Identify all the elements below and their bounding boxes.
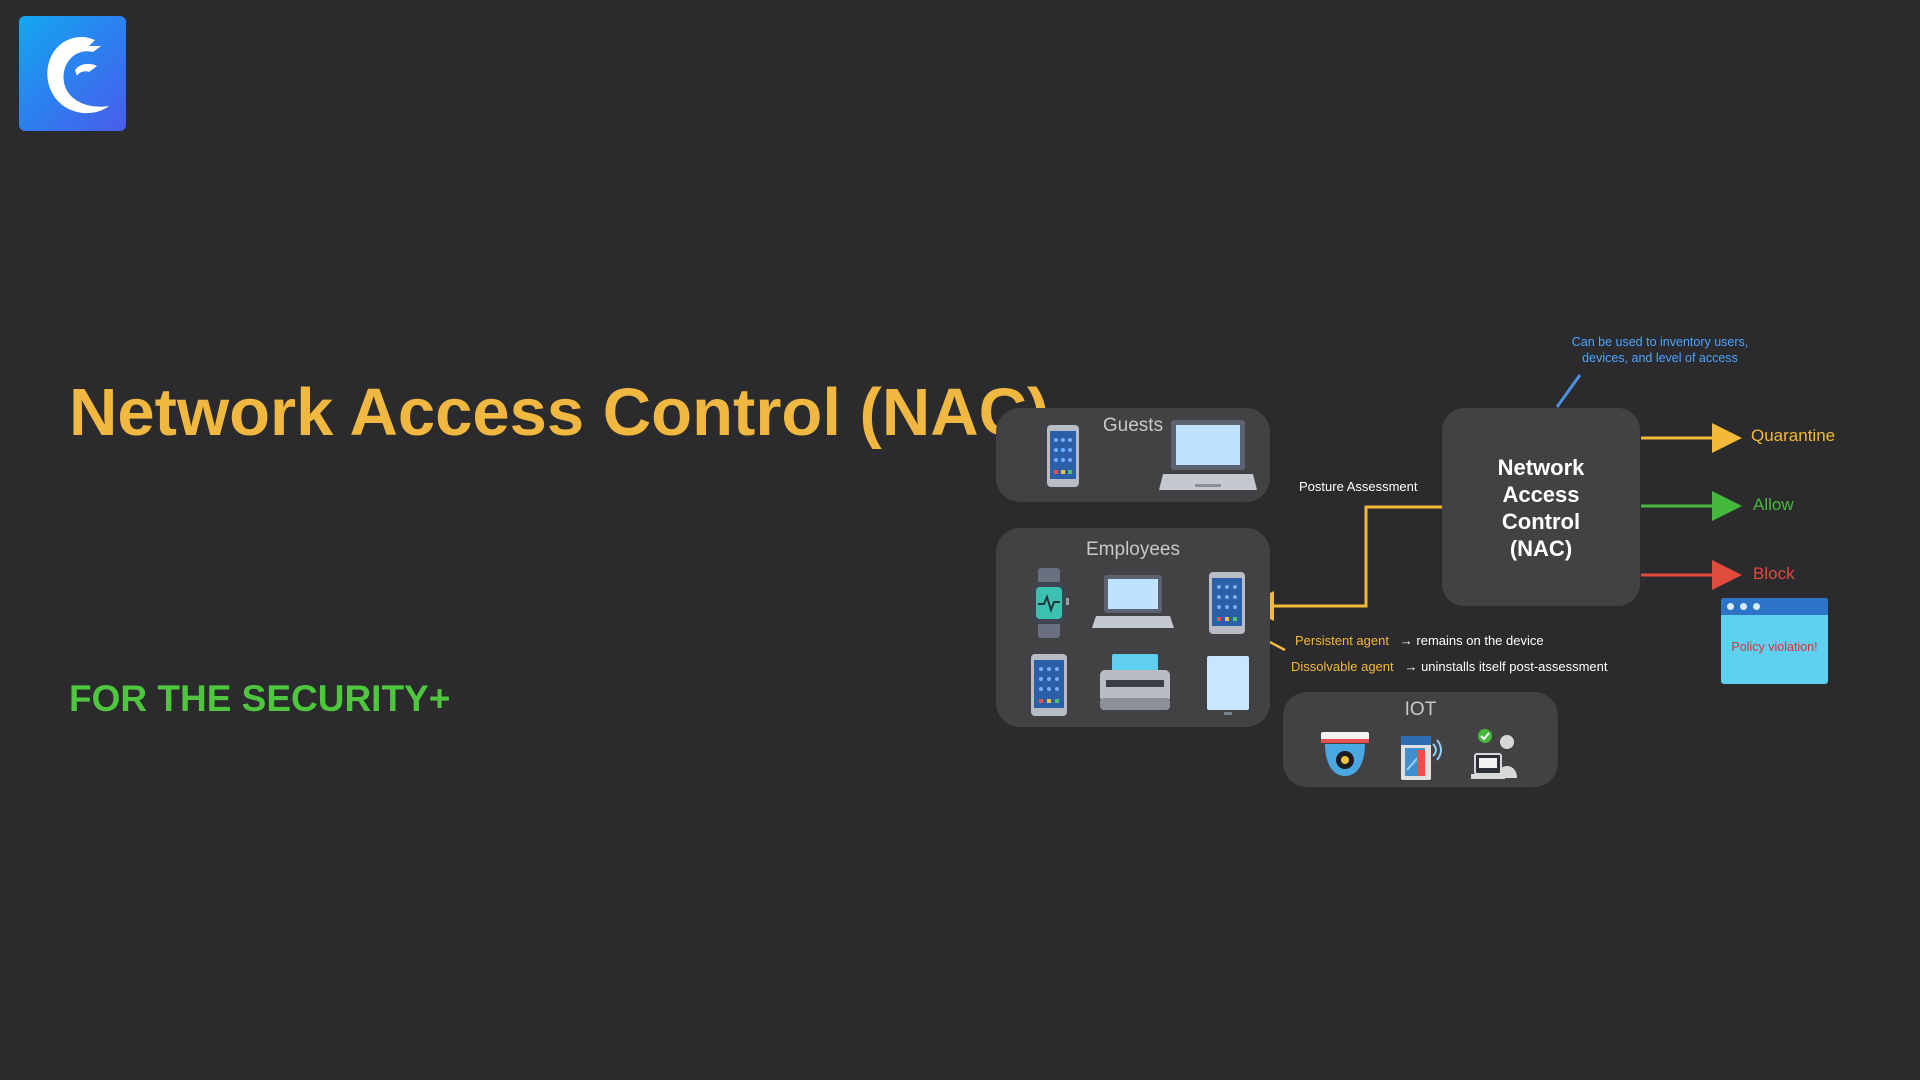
agent-desc: → remains on the device <box>1399 633 1544 648</box>
inventory-connector <box>1555 374 1582 408</box>
agent-persistent: Persistent agent → remains on the device <box>1295 633 1544 648</box>
nac-box-label: Network Access Control (NAC) <box>1497 455 1585 561</box>
outcome-block: Block <box>1753 564 1795 583</box>
agent-dissolvable: Dissolvable agent → uninstalls itself po… <box>1291 659 1608 674</box>
security-camera-icon <box>1321 732 1369 776</box>
slide-subtitle: FOR THE SECURITY+ <box>69 678 451 719</box>
tablet-icon <box>1207 656 1249 715</box>
window-dot-icon <box>1740 603 1747 610</box>
agent-name: Persistent agent <box>1295 633 1389 648</box>
guests-group: Guests <box>996 408 1270 502</box>
agent-name: Dissolvable agent <box>1291 659 1394 674</box>
outcome-allow: Allow <box>1753 495 1794 514</box>
smart-meter-icon <box>1401 736 1442 780</box>
slide-title: Network Access Control (NAC) <box>69 372 1049 454</box>
smartphone-icon <box>1209 572 1245 634</box>
brand-logo <box>19 16 126 131</box>
laptop-icon <box>1092 575 1174 628</box>
policy-violation-popup: Policy violation! <box>1721 598 1828 684</box>
posture-assessment-label: Posture Assessment <box>1299 479 1418 494</box>
slide-title-text: Network Access Control (NAC) <box>69 375 1050 450</box>
nac-box: Network Access Control (NAC) <box>1442 408 1640 606</box>
window-dot-icon <box>1753 603 1760 610</box>
smartphone-icon <box>1031 654 1067 716</box>
laptop-icon <box>1159 420 1257 490</box>
employees-group: Employees <box>996 528 1270 727</box>
popup-titlebar <box>1721 598 1828 615</box>
agent-desc: → uninstalls itself post-assessment <box>1404 659 1608 674</box>
outcome-quarantine: Quarantine <box>1751 426 1836 445</box>
eagle-logo-icon <box>47 37 109 114</box>
posture-assessment-arrow <box>1244 505 1442 621</box>
iot-label: IOT <box>1404 699 1437 720</box>
iot-group: IOT <box>1283 692 1558 787</box>
guests-label: Guests <box>1102 415 1164 436</box>
printer-icon <box>1100 654 1170 710</box>
inventory-note: Can be used to inventory users, devices,… <box>1571 335 1749 365</box>
smartwatch-icon <box>1032 568 1069 638</box>
employees-label: Employees <box>1086 539 1180 560</box>
pos-terminal-icon <box>1471 729 1517 779</box>
window-dot-icon <box>1727 603 1734 610</box>
smartphone-icon <box>1047 425 1079 487</box>
policy-violation-text: Policy violation! <box>1731 640 1818 654</box>
